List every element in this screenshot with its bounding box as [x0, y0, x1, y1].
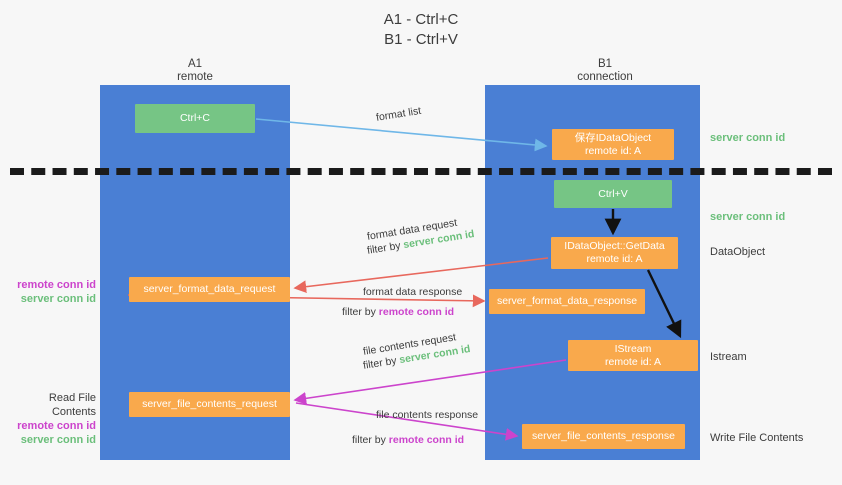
note-conn-ids-upper: remote conn id server conn id — [8, 278, 96, 306]
label-file-contents-response: file contents response — [376, 409, 479, 421]
note-istream: Istream — [710, 351, 747, 363]
box-server-file-contents-request[interactable]: server_file_contents_request — [129, 392, 290, 417]
note-server-conn-id-top: server conn id — [710, 132, 786, 144]
divider-dashed — [10, 168, 832, 175]
remote-conn-id-label: remote conn id — [17, 279, 96, 291]
note-server-conn-id-mid: server conn id — [710, 211, 786, 223]
box-ctrl-c[interactable]: Ctrl+C — [135, 104, 255, 133]
box-istream[interactable]: IStream remote id: A — [568, 340, 698, 371]
note-write-file-contents: Write File Contents — [710, 432, 804, 444]
page-title: A1 - Ctrl+C B1 - Ctrl+V — [383, 11, 459, 48]
note-read-file-contents: Read File Contents — [48, 392, 96, 418]
note-conn-ids-lower: Read File Contents remote conn id server… — [8, 391, 96, 447]
box-server-file-contents-response[interactable]: server_file_contents_response — [522, 424, 685, 449]
box-ctrl-v[interactable]: Ctrl+V — [554, 180, 672, 208]
box-idataobject-getdata[interactable]: IDataObject::GetData remote id: A — [551, 237, 678, 269]
filter-prefix: filter by — [342, 306, 379, 318]
box-server-format-data-response[interactable]: server_format_data_response — [489, 289, 645, 314]
remote-conn-id-label: remote conn id — [17, 420, 96, 432]
remote-conn-id-value: remote conn id — [388, 434, 465, 446]
remote-conn-id-value: remote conn id — [378, 306, 455, 318]
label-format-data-response-filter: filter by remote conn id — [342, 305, 454, 319]
label-format-list: format list — [375, 104, 422, 124]
filter-prefix: filter by — [352, 434, 389, 446]
lane-header-a1: A1 remote — [177, 58, 213, 83]
server-conn-id-label: server conn id — [20, 293, 96, 305]
lane-header-b1: B1 connection — [577, 58, 633, 83]
server-conn-id-label: server conn id — [20, 434, 96, 446]
note-dataobject: DataObject — [710, 246, 766, 258]
label-file-contents-response-filter: filter by remote conn id — [352, 433, 464, 447]
label-format-data-response: format data response — [363, 286, 463, 298]
box-server-format-data-request[interactable]: server_format_data_request — [129, 277, 290, 302]
box-idataobject[interactable]: 保存IDataObject remote id: A — [552, 129, 674, 160]
